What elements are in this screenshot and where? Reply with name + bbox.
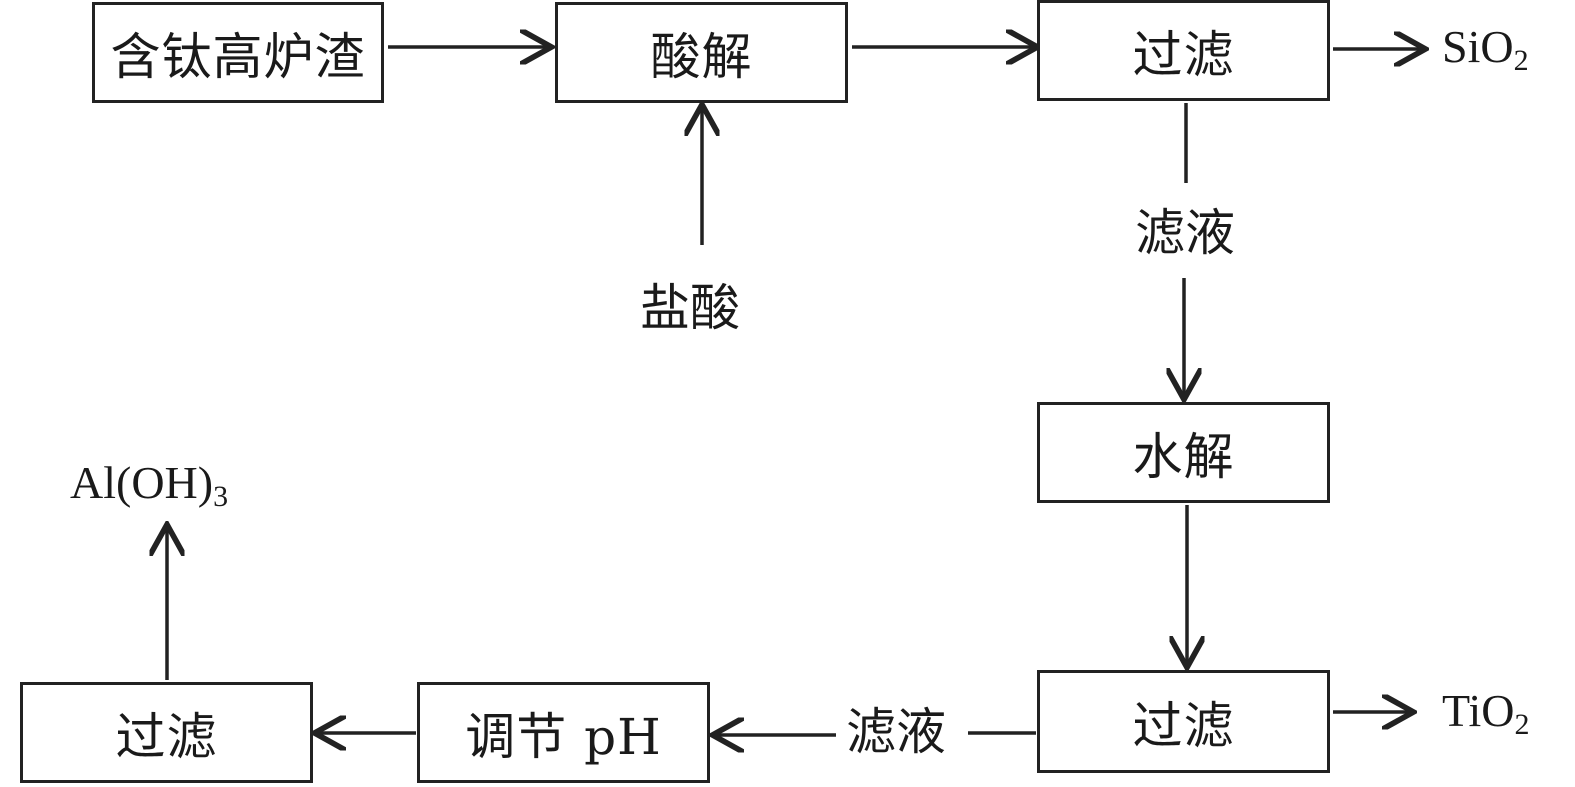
node-filter-2: 过滤 — [1037, 670, 1330, 773]
product-aloh3: Al(OH)3 — [70, 457, 228, 512]
label-filtrate-2: 滤液 — [846, 703, 946, 761]
product-tio2-sub: 2 — [1514, 708, 1530, 741]
node-filter-2-label: 过滤 — [1132, 696, 1235, 755]
node-adjust-ph-label: 调节 pH — [465, 707, 662, 766]
node-acid-leach: 酸解 — [555, 2, 848, 103]
product-aloh3-main: Al(OH) — [70, 457, 214, 508]
label-filtrate-1: 滤液 — [1135, 204, 1235, 262]
label-hcl: 盐酸 — [640, 279, 740, 337]
node-filter-1: 过滤 — [1037, 0, 1330, 101]
node-hydrolysis: 水解 — [1037, 402, 1330, 503]
product-sio2-sub: 2 — [1513, 44, 1529, 77]
node-filter-3-label: 过滤 — [115, 707, 218, 766]
node-filter-1-label: 过滤 — [1132, 25, 1235, 84]
node-adjust-ph: 调节 pH — [417, 682, 710, 783]
product-aloh3-sub: 3 — [213, 480, 229, 513]
node-slag-label: 含钛高炉渣 — [110, 27, 366, 86]
product-tio2-main: TiO — [1442, 685, 1515, 736]
product-sio2: SiO2 — [1442, 21, 1529, 76]
product-tio2: TiO2 — [1442, 685, 1529, 740]
node-filter-3: 过滤 — [20, 682, 313, 783]
product-sio2-main: SiO — [1442, 21, 1514, 72]
node-acid-leach-label: 酸解 — [650, 27, 753, 86]
node-slag: 含钛高炉渣 — [92, 2, 384, 103]
node-hydrolysis-label: 水解 — [1132, 427, 1235, 486]
